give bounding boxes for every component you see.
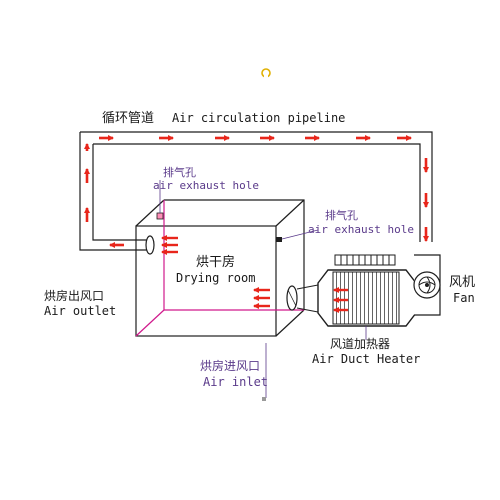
drying-room-label-cn: 烘干房 <box>196 254 235 270</box>
exhaust-hole-2-label-cn: 排气孔 <box>325 208 358 222</box>
pipeline-label-cn: 循环管道 <box>102 111 154 126</box>
exhaust-hole-2 <box>276 229 319 242</box>
heater-label-cn: 风道加热器 <box>330 337 390 351</box>
drying-room <box>135 199 305 337</box>
exhaust-hole-1 <box>156 180 164 220</box>
fan-label-en: Fan <box>453 291 475 305</box>
drying-room-label-en: Drying room <box>176 271 255 285</box>
fan-icon <box>413 254 441 316</box>
air-duct-heater <box>317 254 417 340</box>
small-square-icon <box>262 397 266 401</box>
pipeline-label-en: Air circulation pipeline <box>172 111 345 125</box>
outlet-flow-arrows <box>161 235 178 255</box>
air-outlet-label-en: Air outlet <box>44 304 116 318</box>
pipeline-arrows <box>84 135 429 248</box>
air-outlet-label-cn: 烘房出风口 <box>44 288 104 303</box>
fan-label-cn: 风机 <box>449 275 475 290</box>
air-inlet-label-cn: 烘房进风口 <box>200 358 260 373</box>
exhaust-hole-1-label-en: air exhaust hole <box>153 179 259 192</box>
air-inlet-connector <box>286 284 319 313</box>
inlet-flow-arrows <box>253 287 270 309</box>
exhaust-hole-1-label-cn: 排气孔 <box>163 165 196 179</box>
heater-label-en: Air Duct Heater <box>312 352 420 366</box>
heater-flow-arrows <box>333 287 348 313</box>
loading-ring-icon <box>261 68 271 78</box>
air-inlet-label-en: Air inlet <box>203 375 268 389</box>
air-outlet-connector <box>145 235 155 255</box>
circulation-pipeline <box>79 131 433 251</box>
exhaust-hole-2-label-en: air exhaust hole <box>308 223 414 236</box>
